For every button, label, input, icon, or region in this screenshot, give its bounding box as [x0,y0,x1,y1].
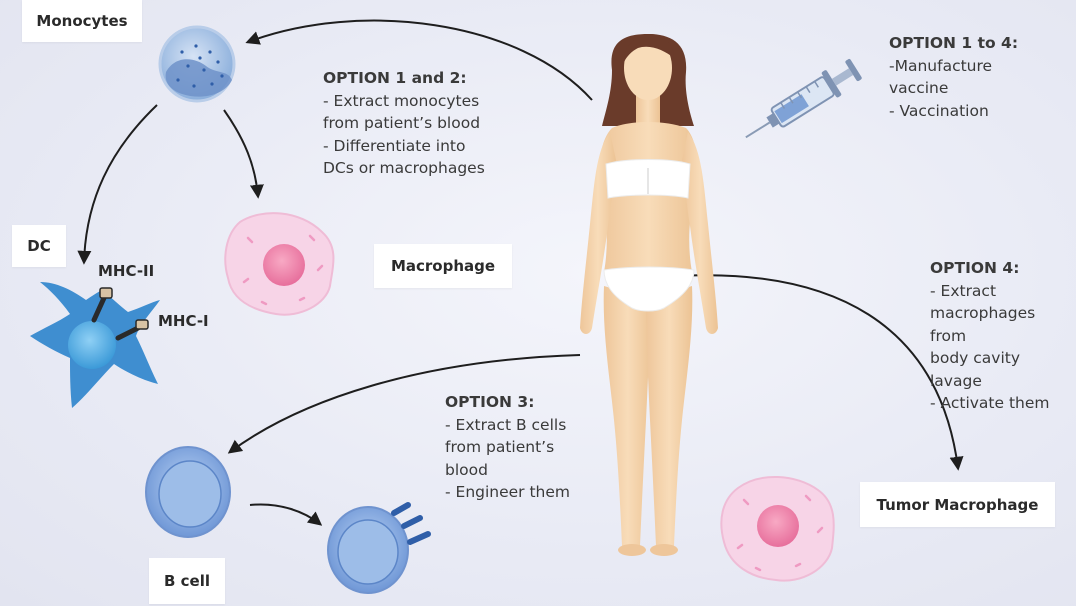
option-1-to-4-line: vaccine [889,77,1018,100]
dendritic-cell-icon [30,282,160,408]
option-4-heading: OPTION 4: [930,257,1076,280]
option-1-2-line: DCs or macrophages [323,157,485,180]
option-3-line: from patient’s [445,436,570,459]
activated-b-cell-icon [328,505,428,593]
b-cell-icon [146,447,230,537]
syringe-icon [738,56,864,150]
option-1-2-line: - Differentiate into [323,135,485,158]
option-3-line: - Engineer them [445,481,570,504]
macrophage-label: Macrophage [374,244,512,288]
option-1-to-4-heading: OPTION 1 to 4: [889,32,1018,55]
mhc-i-label: MHC-I [158,312,209,330]
arrow-patient-to-tumor-macrophage [650,275,958,468]
macrophage-icon [225,213,333,315]
option-3-heading: OPTION 3: [445,391,570,414]
monocytes-label: Monocytes [22,0,142,42]
dc-label: DC [12,225,66,267]
arrow-monocyte-to-dc [84,105,157,262]
option-1-2-heading: OPTION 1 and 2: [323,67,485,90]
mhc-ii-label: MHC-II [98,262,154,280]
option-1-2-note: OPTION 1 and 2: - Extract monocytes from… [323,67,485,180]
option-3-note: OPTION 3: - Extract B cells from patient… [445,391,570,504]
monocyte-icon [160,27,234,101]
patient-figure-icon [580,34,718,556]
option-4-line: - Extract [930,280,1076,303]
option-4-note: OPTION 4: - Extract macrophages from bod… [930,257,1076,415]
option-1-to-4-line: - Vaccination [889,100,1018,123]
option-3-line: - Extract B cells [445,414,570,437]
option-1-2-line: - Extract monocytes [323,90,485,113]
option-3-line: blood [445,459,570,482]
option-4-line: macrophages from [930,302,1076,347]
arrow-monocyte-to-macrophage [224,110,258,196]
tumor-macrophage-label: Tumor Macrophage [860,482,1055,527]
arrow-bcell-to-activated [250,504,320,524]
tumor-macrophage-icon [721,477,833,581]
b-cell-label: B cell [149,558,225,604]
option-1-to-4-note: OPTION 1 to 4: -Manufacture vaccine - Va… [889,32,1018,122]
option-1-2-line: from patient’s blood [323,112,485,135]
option-1-to-4-line: -Manufacture [889,55,1018,78]
option-4-line: - Activate them [930,392,1076,415]
option-4-line: body cavity lavage [930,347,1076,392]
